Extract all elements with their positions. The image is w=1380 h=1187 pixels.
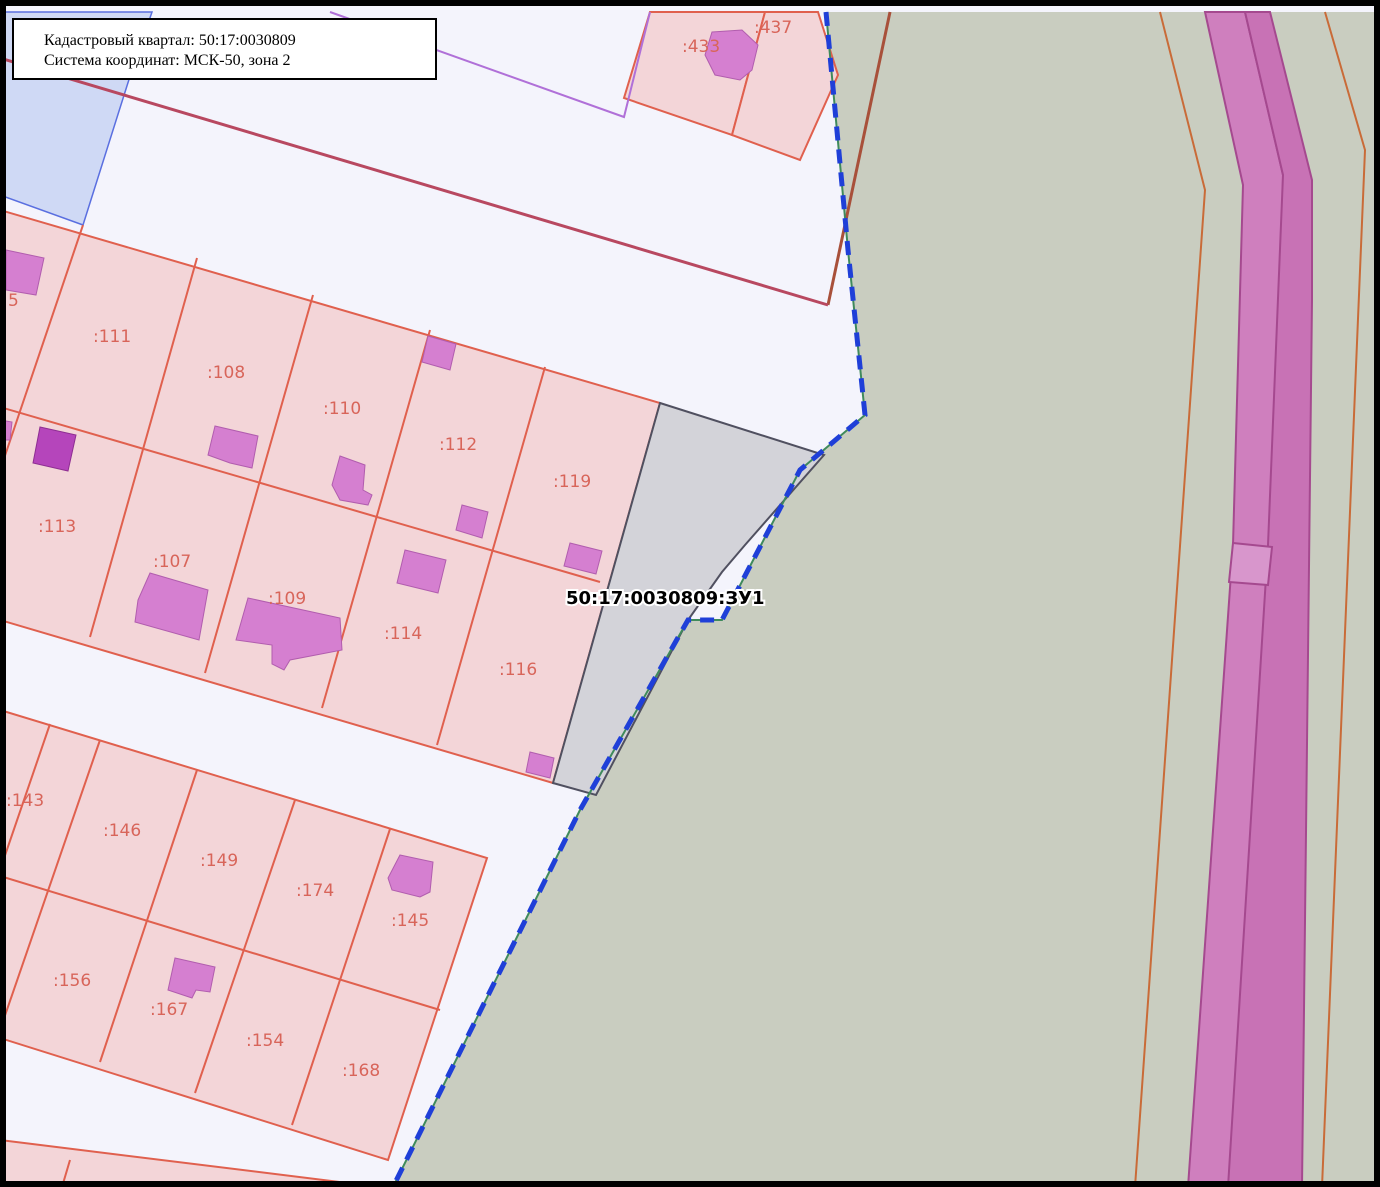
boundary-line-a (826, 11, 892, 306)
road-boundary (6, 58, 829, 307)
new-parcel-zu1[interactable] (551, 401, 826, 797)
cadastral-quarter-text: Кадастровый квартал: 50:17:0030809 (44, 32, 296, 49)
plot-label: :114 (384, 624, 422, 644)
bottom-block (6, 1139, 340, 1181)
plot-label: :168 (342, 1061, 380, 1081)
plot-label: :109 (268, 589, 306, 609)
plot-label: :154 (246, 1031, 284, 1051)
plot-label: :156 (53, 971, 91, 991)
cadastral-map[interactable]: :111 :108 :110 :112 :119 :113 :107 :109 … (6, 6, 1374, 1181)
plot-labels: :111 :108 :110 :112 :119 :113 :107 :109 … (6, 18, 792, 1081)
plot-label: :145 (391, 911, 429, 931)
plot-label: :174 (296, 881, 334, 901)
plot-label: :108 (207, 363, 245, 383)
boundary-line-b (1134, 11, 1207, 1181)
plot-label: :110 (323, 399, 361, 419)
upper-buildings (6, 249, 603, 779)
map-legend: Кадастровый квартал: 50:17:0030809 Систе… (12, 18, 437, 80)
plot-label: :116 (499, 660, 537, 680)
plot-label: :146 (103, 821, 141, 841)
plot-label: 5 (8, 291, 19, 311)
plot-label: :167 (150, 1000, 188, 1020)
lower-buildings (167, 854, 434, 999)
building-dark (32, 426, 77, 472)
plot-label: :119 (553, 472, 591, 492)
forest-area (395, 12, 1374, 1181)
upper-block (6, 210, 662, 785)
building-433 (704, 29, 759, 81)
plot-label: :143 (6, 791, 44, 811)
plot-label: :149 (200, 851, 238, 871)
road-strip-right (1227, 11, 1313, 1181)
new-parcel-label[interactable]: 50:17:0030809:ЗУ1 (564, 586, 767, 611)
quarter-boundary (393, 11, 868, 1181)
lower-block (6, 710, 489, 1162)
plot-label: :112 (439, 435, 477, 455)
plot-label: :437 (754, 18, 792, 38)
boundary-line-c (1321, 11, 1367, 1181)
road-crossing (1227, 541, 1274, 587)
coordinate-system-text: Система координат: МСК-50, зона 2 (44, 52, 291, 69)
plot-label: :107 (153, 552, 191, 572)
plot-437 (730, 11, 840, 162)
plot-label: :111 (93, 327, 131, 347)
plot-label: :113 (38, 517, 76, 537)
plot-label: :433 (682, 37, 720, 57)
